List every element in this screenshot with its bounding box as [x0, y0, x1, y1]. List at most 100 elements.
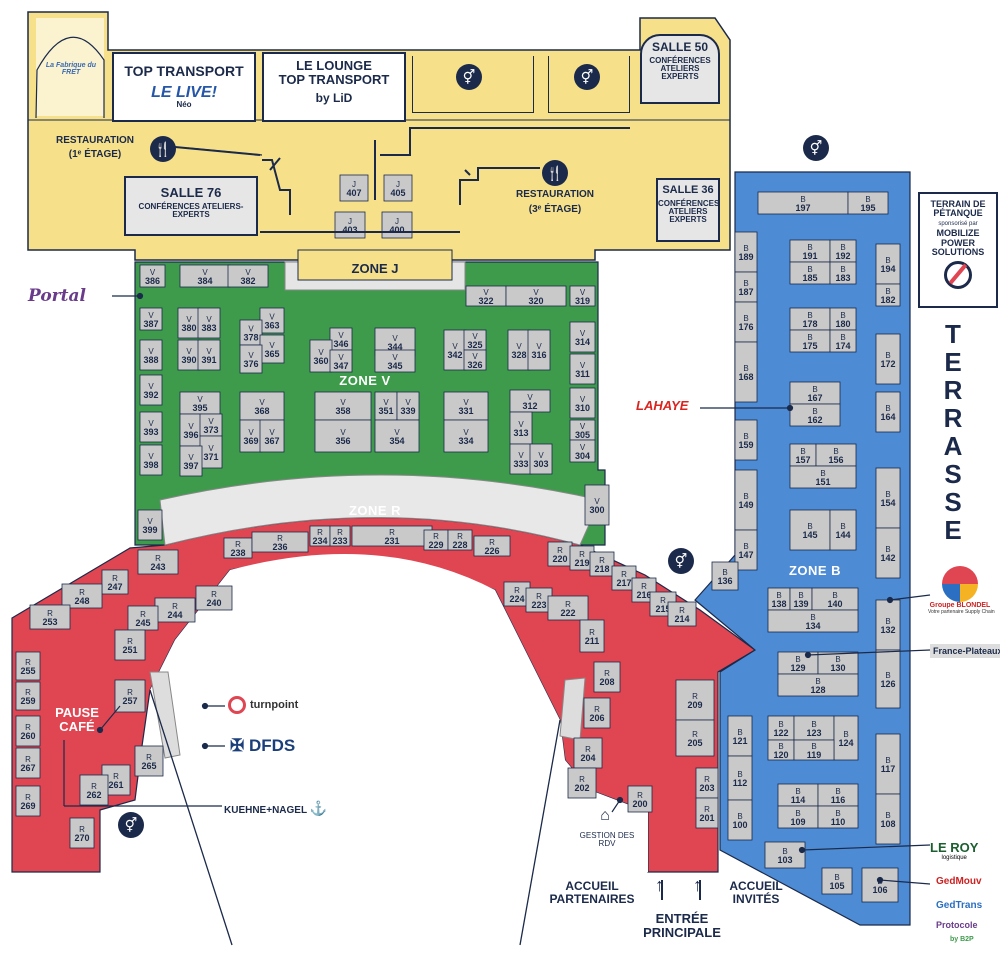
booth-number: 147 — [738, 550, 753, 560]
booth-number: 228 — [452, 540, 467, 550]
booth-prefix: R — [172, 602, 178, 611]
b2p-logo: by B2P — [950, 936, 974, 943]
booth-prefix: V — [188, 422, 194, 431]
booth-prefix: B — [743, 364, 748, 373]
booth-number: 100 — [732, 820, 747, 830]
booth-number: 351 — [378, 406, 393, 416]
gestion-rdv-label: GESTION DES RDV — [579, 831, 635, 849]
booth-prefix: B — [743, 279, 748, 288]
booth-prefix: B — [795, 809, 800, 818]
booth-prefix: R — [599, 556, 605, 565]
booth-prefix: B — [795, 787, 800, 796]
booth-prefix: V — [248, 428, 254, 437]
booth-number: 220 — [552, 554, 567, 564]
booth-number: 319 — [575, 296, 590, 306]
booth-number: 243 — [150, 562, 165, 572]
terrain-petanque-panel: TERRAIN DE PÉTANQUE sponsorisé par MOBIL… — [918, 192, 998, 308]
booth-prefix: R — [536, 592, 542, 601]
booth-prefix: B — [807, 311, 812, 320]
booth-prefix: R — [25, 755, 31, 764]
booth-prefix: V — [452, 342, 458, 351]
booth-prefix: B — [743, 492, 748, 501]
booth-prefix: V — [536, 342, 542, 351]
lid-logo: LiD — [333, 91, 353, 106]
booth-number: 345 — [387, 361, 402, 371]
booth-number: 218 — [594, 564, 609, 574]
lounge-by: by — [315, 91, 330, 106]
booth-prefix: B — [840, 243, 845, 252]
booth-number: 215 — [655, 604, 670, 614]
booth-prefix: B — [835, 787, 840, 796]
gedmouv-logo: GedMouv — [936, 876, 982, 887]
booth-prefix: V — [580, 288, 586, 297]
booth-number: 180 — [835, 319, 850, 329]
kuehne-nagel-logo: KUEHNE+NAGEL ⚓ — [224, 800, 328, 816]
booth-number: 182 — [880, 295, 895, 305]
booth-prefix: B — [743, 542, 748, 551]
booth-prefix: B — [743, 314, 748, 323]
booth-number: 106 — [872, 885, 887, 895]
booth-number: 314 — [575, 337, 590, 347]
booth-prefix: R — [25, 658, 31, 667]
arrow-icon: ↑ — [693, 875, 702, 895]
booth-prefix: B — [885, 404, 890, 413]
booth-prefix: R — [660, 596, 666, 605]
booth-number: 371 — [203, 452, 218, 462]
booth-number: 122 — [773, 728, 788, 738]
booth-prefix: R — [113, 772, 119, 781]
booth-prefix: B — [743, 432, 748, 441]
booth-prefix: R — [457, 532, 463, 541]
booth-number: 255 — [20, 666, 35, 676]
booth-number: 390 — [181, 355, 196, 365]
booth-number: 262 — [86, 790, 101, 800]
booth-number: 151 — [815, 477, 830, 487]
booth-number: 202 — [574, 783, 589, 793]
restauration3-label: RESTAURATION — [516, 189, 594, 200]
booth-number: 356 — [335, 436, 350, 446]
booth-number: 121 — [732, 736, 747, 746]
booth-number: 383 — [201, 323, 216, 333]
booth-prefix: V — [248, 325, 254, 334]
booth-number: 325 — [467, 340, 482, 350]
booth-number: 224 — [509, 594, 524, 604]
booth-prefix: B — [737, 812, 742, 821]
booths-layer: J407J405J403J400V386V384V382V387V388V392… — [15, 174, 901, 903]
booth-prefix: V — [516, 342, 522, 351]
zone-r-label: ZONE R — [348, 503, 402, 518]
booth-number: 380 — [181, 323, 196, 333]
booth-prefix: B — [885, 287, 890, 296]
